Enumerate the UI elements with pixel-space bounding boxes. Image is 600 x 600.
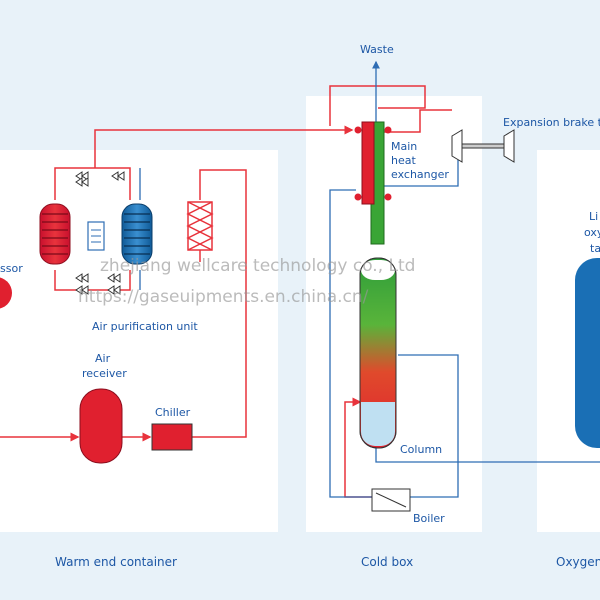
liquid-oxygen-tank-label-3: ta (590, 242, 600, 255)
air-purification-unit-label: Air purification unit (92, 320, 198, 333)
air-receiver-vessel (79, 388, 123, 464)
column-label: Column (400, 443, 443, 456)
boiler-unit (371, 488, 411, 512)
warm-end-heat-exchanger-icon (186, 201, 214, 251)
adsorber-vessel-red (39, 203, 71, 265)
return-flow-lines (139, 60, 600, 498)
liquid-oxygen-tank-label-1: Li (589, 210, 599, 223)
air-receiver-label-1: Air (95, 352, 111, 365)
expansion-brake-turbine-label: Expansion brake tu (503, 116, 600, 129)
compressor-label: ssor (0, 262, 23, 275)
expansion-brake-turbine-icon (451, 129, 515, 163)
main-heat-exchanger (354, 121, 392, 245)
main-heat-exchanger-label-1: Main (391, 140, 418, 153)
regeneration-heater-icon (87, 221, 105, 251)
waste-label: Waste (360, 43, 394, 56)
oxygen-caption: Oxygen (556, 555, 600, 569)
compressor-icon (0, 277, 12, 309)
watermark-company: zhejiang wellcare technology co., Ltd (100, 256, 416, 276)
boiler-label: Boiler (413, 512, 445, 525)
watermark-url: https://gaseuipments.en.china.cn/ (78, 287, 369, 307)
valve-icons (75, 171, 125, 295)
chiller-label: Chiller (155, 406, 191, 419)
liquid-oxygen-tank (575, 258, 600, 448)
distillation-column (359, 257, 397, 449)
air-receiver-label-2: receiver (82, 367, 127, 380)
chiller-unit (151, 423, 193, 451)
main-heat-exchanger-label-2: heat (391, 154, 416, 167)
liquid-oxygen-tank-label-2: oxy (584, 226, 600, 239)
adsorber-vessel-blue (121, 203, 153, 265)
warm-end-container-caption: Warm end container (55, 555, 177, 569)
main-heat-exchanger-label-3: exchanger (391, 168, 449, 181)
cold-box-caption: Cold box (361, 555, 414, 569)
